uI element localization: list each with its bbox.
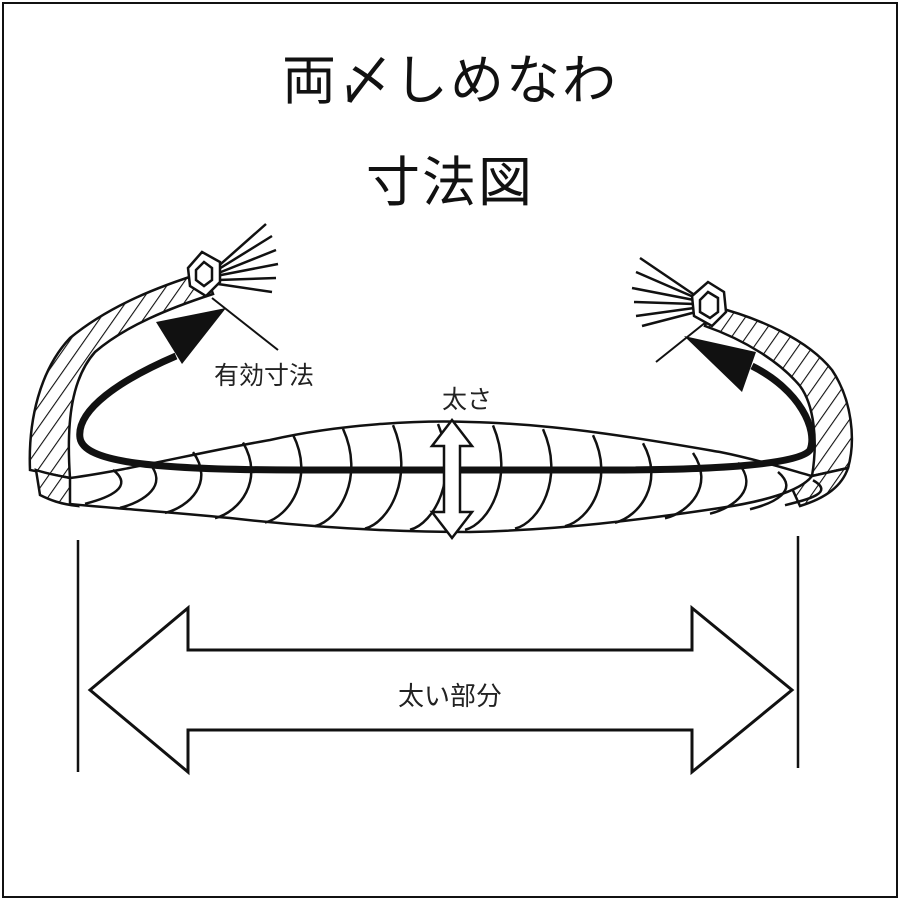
rope-twist-strand bbox=[664, 452, 703, 520]
arrowhead-right bbox=[684, 336, 756, 392]
rope-twist-strand bbox=[614, 442, 653, 524]
effective-length-arrow bbox=[76, 308, 816, 474]
rope-twist-strand bbox=[164, 451, 203, 515]
diagram-title: 両〆しめなわ bbox=[282, 49, 618, 112]
right-rope-end bbox=[703, 304, 854, 508]
rope-twist-strand bbox=[314, 428, 353, 528]
rope-twist-strand bbox=[564, 434, 603, 528]
thick-part-arrow bbox=[87, 604, 795, 776]
effective-pointer-left bbox=[211, 297, 279, 351]
rope-twist-strand bbox=[84, 468, 123, 505]
effective-size-label: 有効寸法 bbox=[214, 361, 315, 390]
rope-twist-strand bbox=[514, 428, 553, 530]
rope-twist-strand bbox=[214, 441, 253, 520]
thick-part-label: 太い部分 bbox=[397, 682, 502, 712]
rope-twist-strand bbox=[264, 434, 303, 524]
rope-twist-strand bbox=[784, 479, 823, 507]
rope-twist-strand bbox=[364, 424, 403, 530]
rope-twist-strand bbox=[749, 471, 788, 511]
right-tassel bbox=[631, 256, 728, 328]
rope-twist-strand bbox=[709, 461, 748, 515]
arrowhead-left bbox=[156, 308, 226, 364]
thickness-label: 太さ bbox=[442, 385, 493, 414]
rope-twist-strand bbox=[464, 424, 503, 532]
effective-pointer-right bbox=[655, 321, 707, 363]
rope-body bbox=[68, 420, 823, 534]
left-tassel bbox=[186, 223, 279, 298]
diagram-subtitle: 寸法図 bbox=[366, 151, 534, 214]
thickness-arrow bbox=[429, 417, 475, 541]
